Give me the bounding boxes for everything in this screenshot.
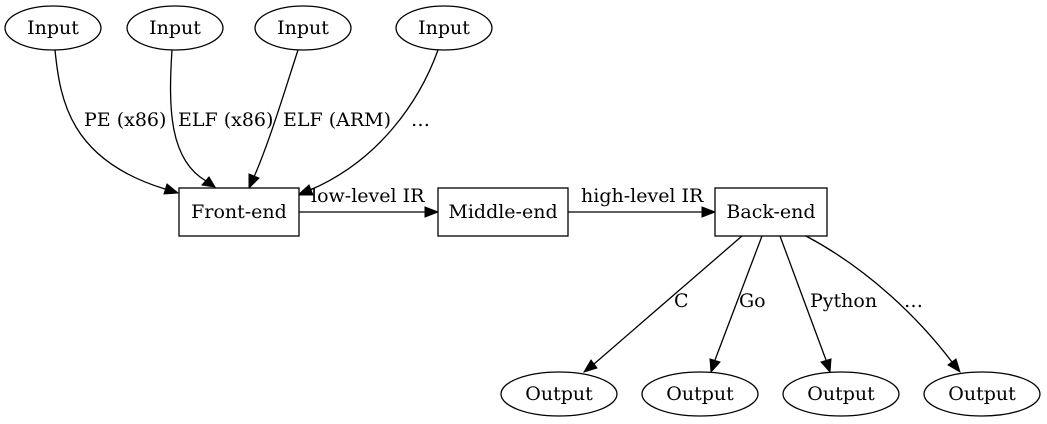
output-node-3-label: Output: [807, 383, 875, 405]
output-node-4: Output: [923, 371, 1041, 417]
edge-backend-to-output-4: [805, 235, 961, 374]
backend-label: Back-end: [726, 201, 815, 223]
edge-input-2-to-frontend: [169, 49, 216, 188]
edge-label-output-ellipsis: …: [904, 290, 923, 312]
edge-label-python: Python: [810, 290, 877, 312]
input-node-2: Input: [126, 5, 224, 51]
input-node-2-label: Input: [149, 17, 201, 39]
output-node-3: Output: [782, 371, 900, 417]
middleend-label: Middle-end: [448, 201, 557, 223]
edge-label-go: Go: [739, 290, 766, 312]
middleend-node: Middle-end: [437, 187, 569, 237]
edge-input-3-to-frontend: [248, 49, 299, 190]
edge-label-input-ellipsis: …: [411, 109, 430, 131]
output-node-2-label: Output: [666, 383, 734, 405]
input-node-4: Input: [395, 5, 493, 51]
output-node-2: Output: [641, 371, 759, 417]
input-node-4-label: Input: [418, 17, 470, 39]
edge-label-c: C: [674, 290, 689, 312]
input-node-1: Input: [4, 5, 102, 51]
edge-middleend-to-backend: [568, 206, 717, 218]
output-node-4-label: Output: [948, 383, 1016, 405]
output-node-1: Output: [500, 371, 618, 417]
edge-input-4-to-frontend: [296, 49, 439, 196]
edge-label-high-level-ir: high-level IR: [581, 185, 704, 207]
edge-input-1-to-frontend: [54, 49, 180, 195]
edge-frontend-to-middleend: [299, 206, 440, 218]
output-node-1-label: Output: [525, 383, 593, 405]
frontend-label: Front-end: [191, 201, 287, 223]
edge-label-elf-x86: ELF (x86): [178, 109, 273, 131]
edge-label-pe-x86: PE (x86): [84, 109, 166, 131]
edge-backend-to-output-2: [709, 235, 763, 374]
input-node-1-label: Input: [27, 17, 79, 39]
edge-label-elf-arm: ELF (ARM): [283, 109, 391, 131]
input-node-3: Input: [254, 5, 352, 51]
input-node-3-label: Input: [277, 17, 329, 39]
edge-backend-to-output-1: [582, 235, 743, 373]
frontend-node: Front-end: [178, 187, 300, 237]
edge-label-low-level-ir: low-level IR: [311, 185, 425, 207]
backend-node: Back-end: [714, 187, 828, 237]
edge-backend-to-output-3: [779, 235, 832, 374]
